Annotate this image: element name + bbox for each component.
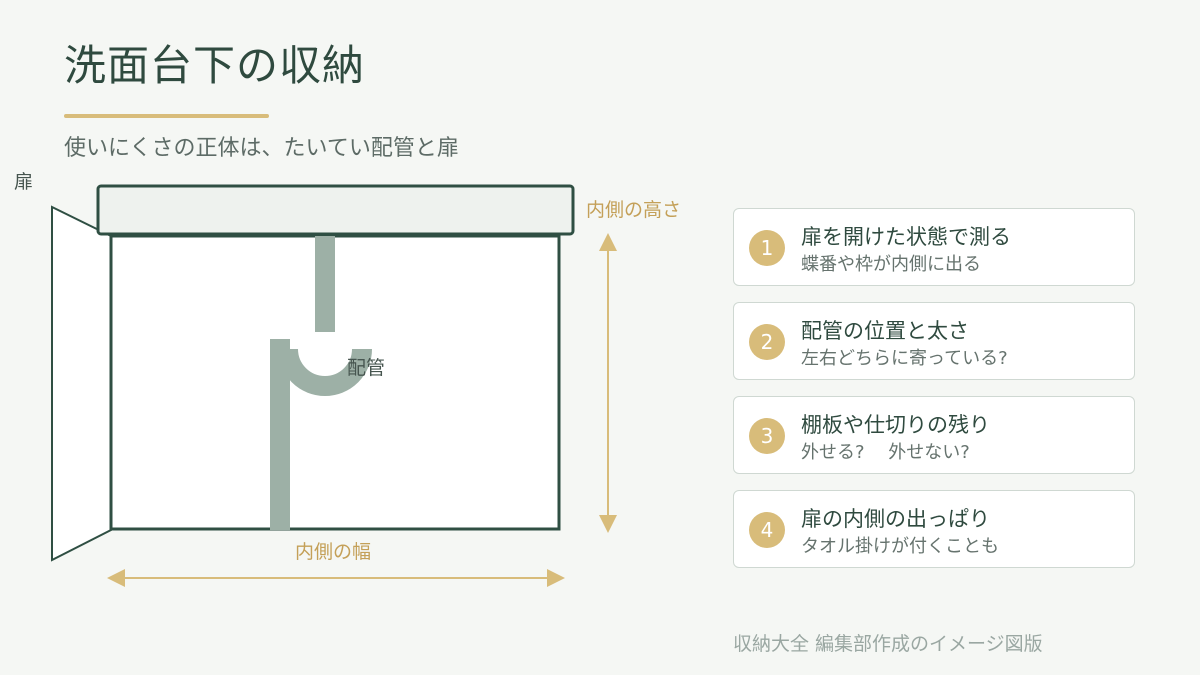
checklist-card-3: 3 棚板や仕切りの残り 外せる? 外せない? (733, 396, 1135, 474)
image-credit: 収納大全 編集部作成のイメージ図版 (733, 633, 1043, 655)
door-label: 扉 (14, 171, 34, 193)
open-door (51, 205, 112, 562)
checklist-card-4: 4 扉の内側の出っぱり タオル掛けが付くことも (733, 490, 1135, 568)
drain-pipe-upper (315, 236, 335, 332)
checklist-note: 蝶番や枠が内側に出る (801, 254, 981, 275)
step-number-badge: 3 (749, 418, 785, 454)
checklist-card-1: 1 扉を開けた状態で測る 蝶番や枠が内側に出る (733, 208, 1135, 286)
checklist-title: 配管の位置と太さ (801, 319, 969, 343)
drain-pipe-lower (270, 339, 290, 530)
width-label: 内側の幅 (295, 541, 372, 563)
title-underline (64, 114, 269, 118)
countertop (96, 184, 575, 236)
p-trap-bend (278, 348, 372, 396)
step-number-badge: 2 (749, 324, 785, 360)
page-title: 洗面台下の収納 (64, 41, 366, 90)
pipe-label: 配管 (347, 357, 386, 379)
checklist: 1 扉を開けた状態で測る 蝶番や枠が内側に出る 2 配管の位置と太さ 左右どちら… (733, 208, 1137, 584)
checklist-title: 扉を開けた状態で測る (801, 225, 1011, 249)
checklist-note: 左右どちらに寄っている? (801, 348, 1008, 369)
checklist-note: 外せる? 外せない? (801, 442, 970, 463)
checklist-title: 扉の内側の出っぱり (801, 507, 990, 531)
checklist-title: 棚板や仕切りの残り (801, 413, 990, 437)
height-label: 内側の高さ (586, 199, 682, 221)
step-number-badge: 1 (749, 230, 785, 266)
step-number-badge: 4 (749, 512, 785, 548)
checklist-card-2: 2 配管の位置と太さ 左右どちらに寄っている? (733, 302, 1135, 380)
page-subtitle: 使いにくさの正体は、たいてい配管と扉 (64, 136, 459, 161)
checklist-note: タオル掛けが付くことも (801, 536, 999, 557)
